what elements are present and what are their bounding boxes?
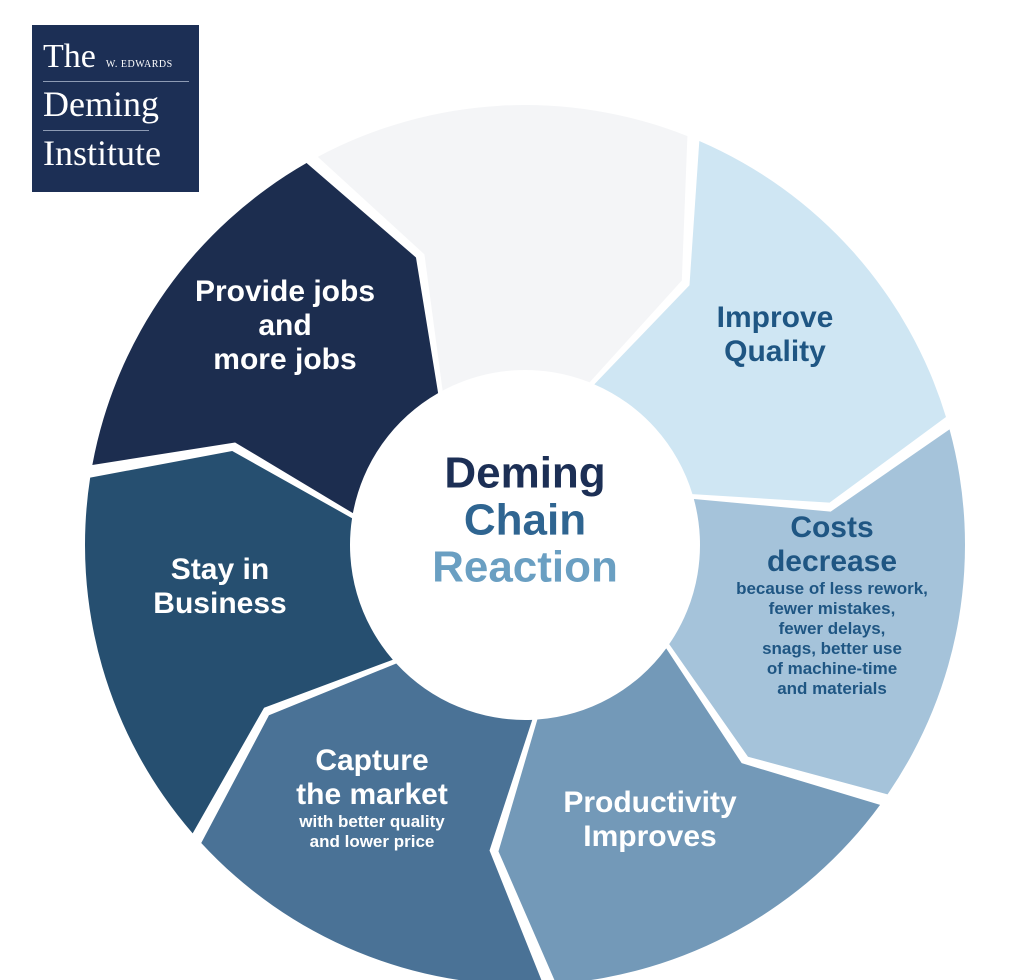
segment-title-line: Costs: [790, 511, 874, 544]
segment-title-line: Improves: [583, 820, 717, 853]
wheel-segment: [317, 104, 688, 391]
logo-the: The: [43, 38, 96, 75]
center-title-line3: Reaction: [432, 542, 618, 592]
logo-deming: Deming: [43, 84, 159, 124]
wheel-segment: [84, 450, 393, 834]
wheel-segment: [594, 141, 946, 503]
segment-subtitle-line: with better quality: [299, 812, 445, 831]
segment-title-line: more jobs: [213, 343, 357, 376]
wheel-segment: [498, 648, 881, 980]
segment-subtitle-line: fewer delays,: [778, 619, 886, 638]
segment-title-line: Stay in: [170, 553, 270, 586]
logo-divider: [43, 130, 149, 131]
logo-w-edwards: W. EDWARDS: [105, 59, 173, 70]
deming-institute-logo: The W. EDWARDS Deming Institute: [32, 25, 199, 192]
center-title-line2: Chain: [463, 495, 587, 545]
segment-title-line: and: [258, 309, 312, 342]
logo-institute: Institute: [43, 133, 161, 173]
segment-subtitle-line: and materials: [777, 679, 887, 698]
segment-title-line: Improve: [716, 301, 834, 334]
segment-subtitle-line: fewer mistakes,: [768, 599, 896, 618]
center-title: Deming Chain Reaction: [432, 450, 618, 591]
segment-subtitle-line: of machine-time: [766, 659, 898, 678]
center-circle: [352, 372, 698, 718]
segment-title-line: the market: [296, 778, 448, 811]
segment-title-line: decrease: [766, 545, 898, 578]
segment-title-line: Business: [153, 587, 287, 620]
center-title-line1: Deming: [444, 448, 606, 498]
segment-title-line: Productivity: [563, 786, 737, 819]
segment-subtitle-line: snags, better use: [762, 639, 902, 658]
segment-title-line: Provide jobs: [194, 275, 376, 308]
segment-title-line: Capture: [315, 744, 429, 777]
logo-divider: [43, 81, 189, 82]
wheel-segment: [92, 163, 439, 514]
segment-subtitle-line: and lower price: [309, 832, 435, 851]
segment-title-line: Quality: [724, 335, 826, 368]
segment-subtitle-line: because of less rework,: [736, 579, 928, 598]
wheel-segment: [669, 429, 966, 795]
wheel-segment: [201, 663, 542, 980]
